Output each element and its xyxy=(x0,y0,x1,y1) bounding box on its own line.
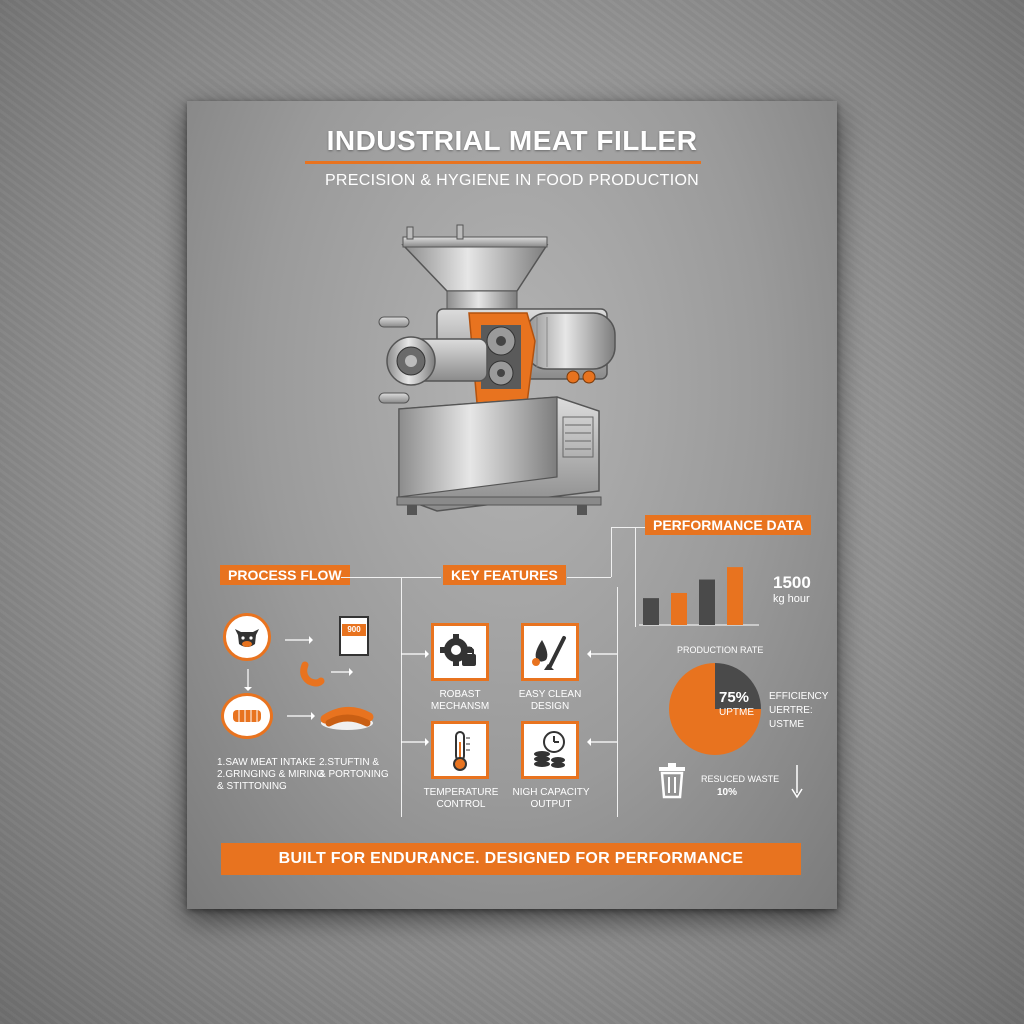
feature-high-capacity xyxy=(521,721,579,779)
sausage-plate-icon xyxy=(320,707,374,730)
cow-icon xyxy=(223,613,271,661)
poster: INDUSTRIAL MEAT FILLER PRECISION & HYGIE… xyxy=(187,101,837,909)
sausage-tray-icon xyxy=(221,693,273,739)
process-step-2b: & STITTONING xyxy=(217,781,287,792)
arrow-left-icon xyxy=(587,650,617,658)
waste-value: 10% xyxy=(717,787,738,798)
production-rate-bar-chart xyxy=(639,567,759,626)
clock-coins-icon xyxy=(534,731,565,768)
connector-line xyxy=(341,577,441,578)
efficiency-line-1: EFFICIENCY xyxy=(769,691,829,702)
cleaning-drop-icon xyxy=(532,636,566,670)
feature-label-capacity-2: OUTPUT xyxy=(530,799,572,810)
feature-label-temperature-2: CONTROL xyxy=(436,799,486,810)
process-step-3: 2.STUFTIN & xyxy=(319,757,380,768)
pie-slice-other xyxy=(715,663,761,709)
arrow-right-icon xyxy=(287,712,315,720)
footer-banner: BUILT FOR ENDURANCE. DESIGNED FOR PERFOR… xyxy=(221,843,801,875)
package-label: 900 xyxy=(342,624,366,636)
feature-temperature-control xyxy=(431,721,489,779)
feature-label-robust: ROBAST xyxy=(439,689,481,700)
rate-value: 1500 xyxy=(773,573,811,592)
uptime-pie-chart xyxy=(669,663,761,755)
connector-line xyxy=(401,577,402,817)
connector-line xyxy=(567,577,611,578)
rate-unit: kg hour xyxy=(773,593,810,605)
arrow-down-icon xyxy=(244,669,252,691)
connector-line xyxy=(611,527,612,577)
waste-label: RESUCED WASTE xyxy=(701,774,780,784)
gear-lock-icon xyxy=(440,634,476,666)
process-step-1: 1.SAW MEAT INTAKE xyxy=(217,757,316,768)
feature-label-robust-2: MECHANSM xyxy=(430,701,490,712)
pie-percent: 75% xyxy=(719,689,750,706)
meat-filler-machine-illustration xyxy=(378,224,616,515)
efficiency-line-3: USTME xyxy=(769,719,804,730)
process-step-2: 2.GRINGING & MIRING xyxy=(217,769,325,780)
arrow-right-icon xyxy=(401,738,429,746)
feature-label-capacity: NIGH CAPACITY xyxy=(512,787,590,798)
bar-1 xyxy=(643,598,659,625)
connector-line xyxy=(611,527,645,528)
trash-can-icon xyxy=(659,763,685,799)
connector-line xyxy=(617,587,618,817)
feature-robust-mechanism xyxy=(431,623,489,681)
arrow-left-icon xyxy=(587,738,617,746)
arrow-down-icon xyxy=(791,765,803,799)
section-key-features: KEY FEATURES xyxy=(443,565,566,585)
sausage-link-icon xyxy=(300,661,325,687)
bar-2 xyxy=(671,592,687,625)
feature-label-easy-clean-2: DESIGN xyxy=(530,701,570,712)
feature-label-temperature: TEMPERATURE xyxy=(423,787,499,798)
package-icon: 900 xyxy=(339,616,369,656)
section-performance-data: PERFORMANCE DATA xyxy=(645,515,812,535)
thermometer-icon xyxy=(453,731,470,771)
section-process-flow: PROCESS FLOW xyxy=(220,565,350,585)
process-step-3b: & PORTONING xyxy=(319,769,389,780)
rate-label: PRODUCTION RATE xyxy=(677,645,764,655)
bar-4 xyxy=(727,567,743,625)
arrow-right-icon xyxy=(331,668,353,676)
connector-line xyxy=(635,527,636,627)
pie-label: UPTME xyxy=(719,707,754,718)
efficiency-line-2: UERTRE: xyxy=(769,705,813,716)
feature-label-easy-clean: EASY CLEAN xyxy=(518,689,582,700)
feature-easy-clean xyxy=(521,623,579,681)
title-underline xyxy=(305,161,701,164)
arrow-right-icon xyxy=(285,636,313,644)
poster-title: INDUSTRIAL MEAT FILLER xyxy=(326,125,698,156)
poster-subtitle: PRECISION & HYGIENE IN FOOD PRODUCTION xyxy=(324,172,700,189)
bar-3 xyxy=(699,579,715,625)
arrow-right-icon xyxy=(401,650,429,658)
